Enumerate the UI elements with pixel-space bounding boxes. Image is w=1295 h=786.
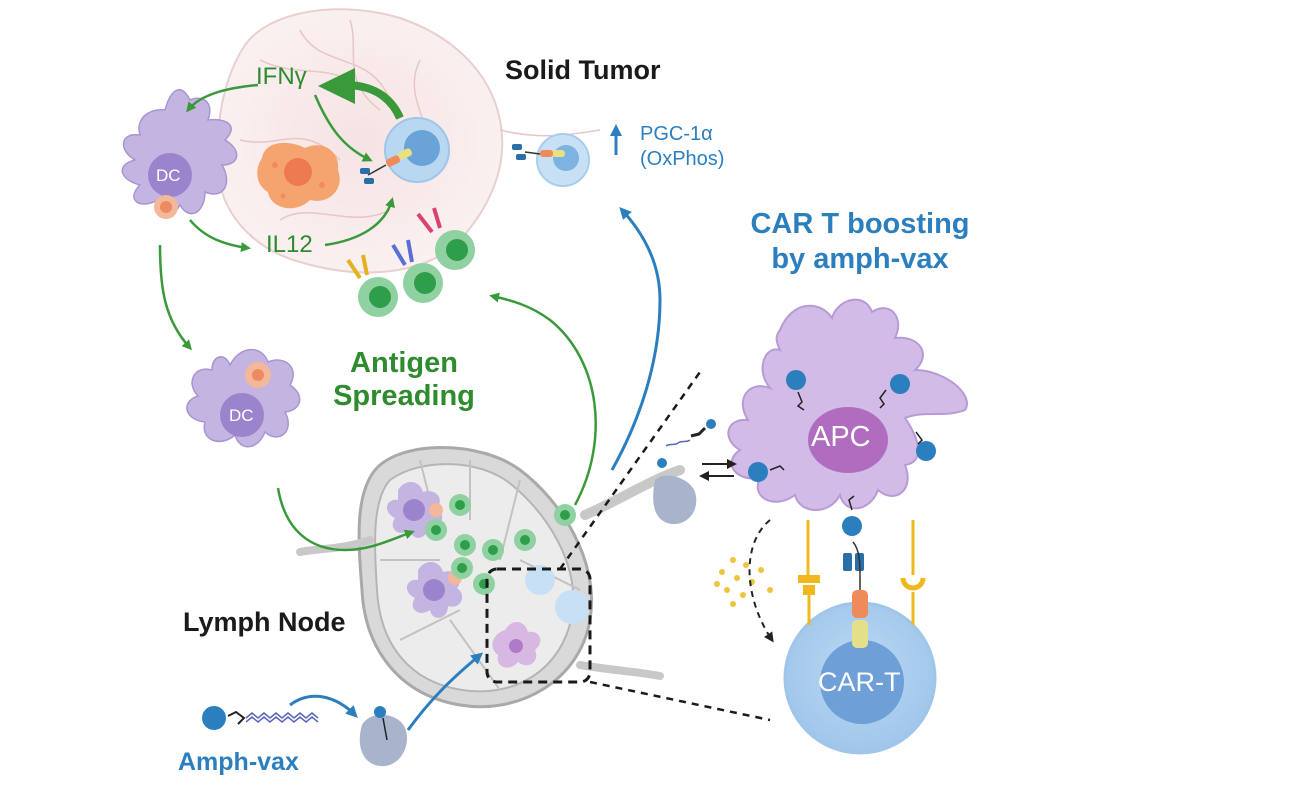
apc-label: APC — [811, 421, 871, 453]
antigen-spreading-label: Antigen Spreading — [330, 347, 478, 414]
green-arrows — [158, 83, 597, 552]
zoom-box — [485, 567, 592, 684]
endogenous-t-cells — [346, 207, 475, 317]
zoom-line-lower — [589, 680, 771, 722]
arrow-ifng-to-dc — [186, 83, 259, 113]
dendritic-cell-top — [121, 88, 238, 219]
amph-vax-label: Amph-vax — [178, 748, 299, 776]
arrow-antigen-spreading — [489, 292, 597, 506]
pgc-line1: PGC-1α — [640, 123, 713, 145]
car-t-cell-in-tumor — [360, 117, 450, 184]
tumor-cell — [257, 142, 340, 209]
lymph-node-dc-2 — [406, 561, 463, 618]
albumin-complex-bottom — [359, 706, 408, 767]
cytokine-dots — [714, 557, 773, 607]
arrow-dc-to-lymph-node — [276, 487, 415, 552]
car-receptor-icon — [360, 148, 413, 184]
antigen-spreading-line1: Antigen — [350, 347, 458, 379]
lymph-node — [296, 446, 685, 709]
equilibrium-arrows — [699, 459, 737, 481]
car-t-cell — [783, 601, 937, 755]
arrow-amph-vax-binding — [289, 694, 358, 718]
car-t-cell-metabolic — [512, 133, 590, 187]
car-t-label: CAR-T — [818, 667, 901, 697]
car-t-boosting-line2: by amph-vax — [771, 242, 949, 275]
pgc-line2: (OxPhos) — [640, 148, 725, 170]
secretion-arrow — [748, 519, 774, 643]
il12-label: IL12 — [266, 231, 313, 258]
arrow-dc-migration — [158, 244, 192, 351]
dc-top-label: DC — [156, 166, 181, 185]
arrow-ifng-to-cart — [313, 94, 373, 162]
lymph-node-label: Lymph Node — [183, 607, 346, 637]
car-t-boosting-line1: CAR T boosting — [750, 208, 970, 240]
immune-synapse-receptors — [798, 520, 926, 648]
blue-arrows — [289, 124, 662, 731]
arrow-dc-to-il12 — [189, 219, 251, 253]
arrow-cart-to-tumor — [610, 207, 662, 471]
solid-tumor-label: Solid Tumor — [505, 55, 661, 85]
ifng-label: IFNγ — [256, 63, 307, 90]
dendritic-cell-middle — [186, 348, 301, 448]
arrow-ifng-big-head — [318, 68, 355, 104]
dc-middle-label: DC — [229, 406, 254, 425]
arrow-il12-to-cart — [324, 197, 395, 247]
arrow-to-lymph-node — [406, 652, 484, 731]
albumin-complex-near-apc — [653, 419, 716, 525]
apc-cell — [727, 298, 968, 511]
zoom-line-upper — [558, 371, 702, 570]
amph-vax-on-apc — [748, 370, 936, 536]
amph-vax-molecule — [202, 706, 319, 730]
car-t-boosting-label: CAR T boosting by amph-vax — [720, 207, 1000, 277]
pgc-label: PGC-1α (OxPhos) — [640, 122, 724, 172]
antigen-spreading-line2: Spreading — [333, 380, 475, 413]
